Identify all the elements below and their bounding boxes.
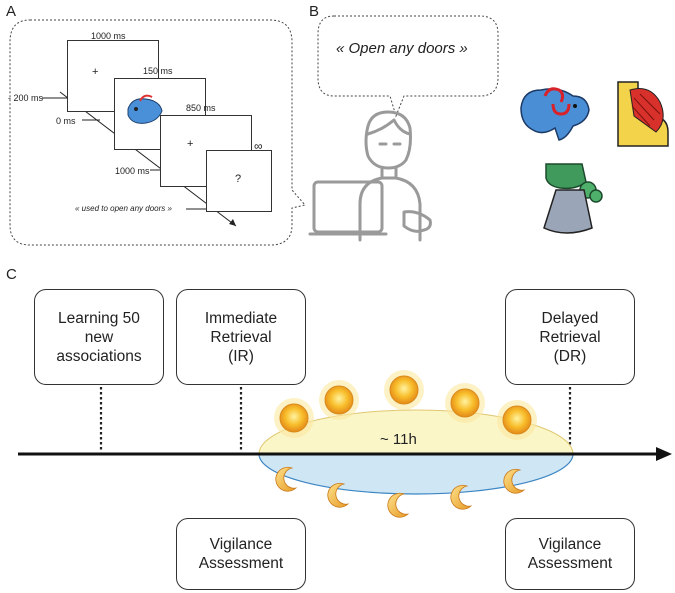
panel-c-label: C	[6, 266, 17, 283]
moon-icon	[503, 468, 526, 494]
frame-duration-2: 150 ms	[143, 66, 173, 76]
object-elephant	[520, 87, 590, 141]
sun-icon-group	[274, 370, 537, 440]
moon-icon	[275, 466, 298, 492]
box-learning: Learning 50 new associations	[34, 289, 164, 385]
duration-label: ~ 11h	[380, 431, 417, 448]
question-frame: ?	[206, 150, 272, 212]
cue-phrase: « used to open any doors »	[75, 204, 172, 213]
box-vigilance-1: Vigilance Assessment	[176, 518, 306, 590]
panel-a-label: A	[6, 3, 17, 20]
participant-illustration	[308, 110, 432, 242]
moon-icon	[387, 492, 410, 518]
stimulus-image	[127, 94, 163, 124]
sun-icon	[319, 380, 359, 420]
moon-icon	[450, 484, 473, 510]
box-immediate-retrieval: Immediate Retrieval (IR)	[176, 289, 306, 385]
night-region	[258, 453, 574, 495]
speech-bubble	[317, 15, 499, 118]
box-vigilance-2: Vigilance Assessment	[505, 518, 635, 590]
day-region	[258, 409, 574, 455]
panel-b-label: B	[309, 3, 320, 20]
sun-icon	[445, 383, 485, 423]
frame-duration-3: 850 ms	[186, 103, 216, 113]
speech-text: « Open any doors »	[336, 40, 468, 57]
frame-duration-1: 1000 ms	[91, 31, 126, 41]
moon-icon-group	[275, 466, 526, 518]
box-delayed-retrieval: Delayed Retrieval (DR)	[505, 289, 635, 385]
object-green-gray	[543, 163, 603, 234]
timeline-tick-0: 0 ms	[56, 116, 76, 126]
sun-icon	[497, 400, 537, 440]
moon-icon	[327, 482, 350, 508]
sun-icon	[274, 398, 314, 438]
sun-icon	[384, 370, 424, 410]
frame-duration-4: ∞	[254, 139, 263, 153]
timeline-arrowhead	[656, 447, 672, 461]
timeline-tick-minus200: - 200 ms	[8, 93, 44, 103]
timeline-tick-1000: 1000 ms	[115, 166, 150, 176]
object-yellow-red	[617, 81, 669, 147]
